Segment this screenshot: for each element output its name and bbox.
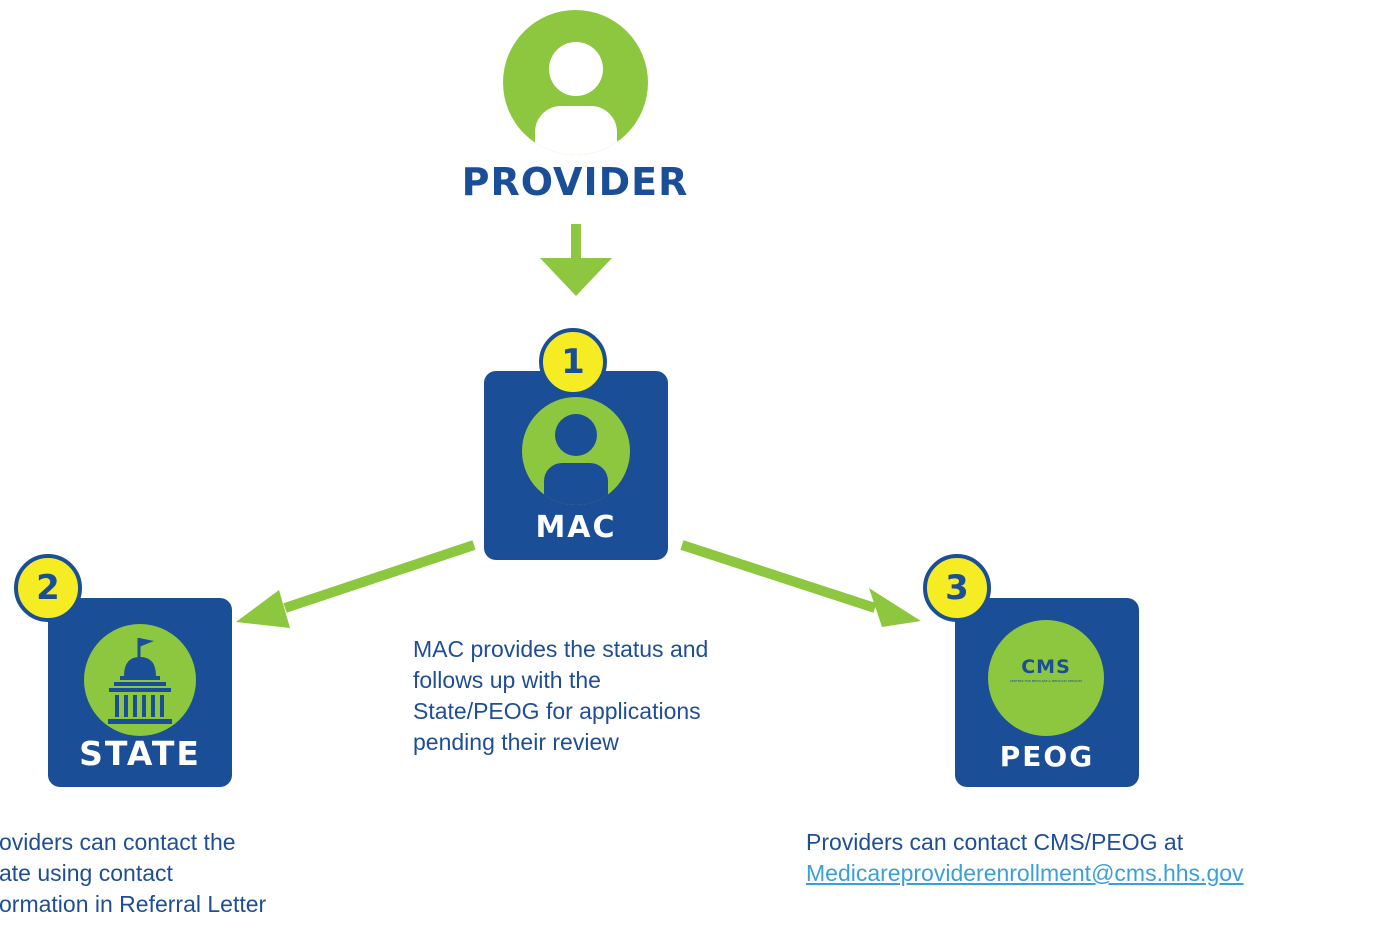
- state-description: oviders can contact the ate using contac…: [0, 827, 266, 920]
- step-badge-2: 2: [14, 554, 82, 622]
- mac-description-line: MAC provides the status and: [413, 636, 709, 662]
- state-node: STATE: [48, 598, 232, 787]
- provider-label: PROVIDER: [461, 160, 689, 204]
- person-icon: [522, 397, 630, 505]
- email-link[interactable]: Medicareproviderenrollment@cms.hhs.gov: [806, 860, 1244, 886]
- step-badge-3: 3: [923, 554, 991, 622]
- arrow-provider-to-mac: [540, 224, 612, 296]
- arrow-mac-to-state: [236, 540, 476, 628]
- mac-description-line: pending their review: [413, 729, 619, 755]
- state-description-line: ate using contact: [0, 860, 173, 886]
- person-icon: [503, 10, 648, 155]
- peog-description-line: Providers can contact CMS/PEOG at: [806, 829, 1184, 855]
- mac-label: MAC: [535, 510, 617, 545]
- peog-description: Providers can contact CMS/PEOG at Medica…: [806, 827, 1244, 889]
- state-label: STATE: [79, 734, 201, 773]
- peog-label: PEOG: [999, 740, 1095, 773]
- arrow-mac-to-peog: [680, 540, 921, 627]
- mac-node: MAC: [484, 371, 668, 560]
- cms-logo-icon: CMS CENTERS FOR MEDICARE & MEDICAID SERV…: [988, 620, 1104, 736]
- step-badge-1: 1: [539, 328, 607, 396]
- mac-description-line: State/PEOG for applications: [413, 698, 701, 724]
- cms-logo-text: CMS: [1021, 656, 1071, 678]
- provider: PROVIDER: [450, 10, 700, 210]
- state-description-line: oviders can contact the: [0, 829, 236, 855]
- cms-logo-subtext: CENTERS FOR MEDICARE & MEDICAID SERVICES: [1009, 679, 1083, 683]
- mac-description: MAC provides the status and follows up w…: [413, 634, 708, 758]
- mac-description-line: follows up with the: [413, 667, 601, 693]
- peog-node: CMS CENTERS FOR MEDICARE & MEDICAID SERV…: [955, 598, 1139, 787]
- state-description-line: ormation in Referral Letter: [0, 891, 267, 917]
- capitol-building-icon: [84, 624, 196, 736]
